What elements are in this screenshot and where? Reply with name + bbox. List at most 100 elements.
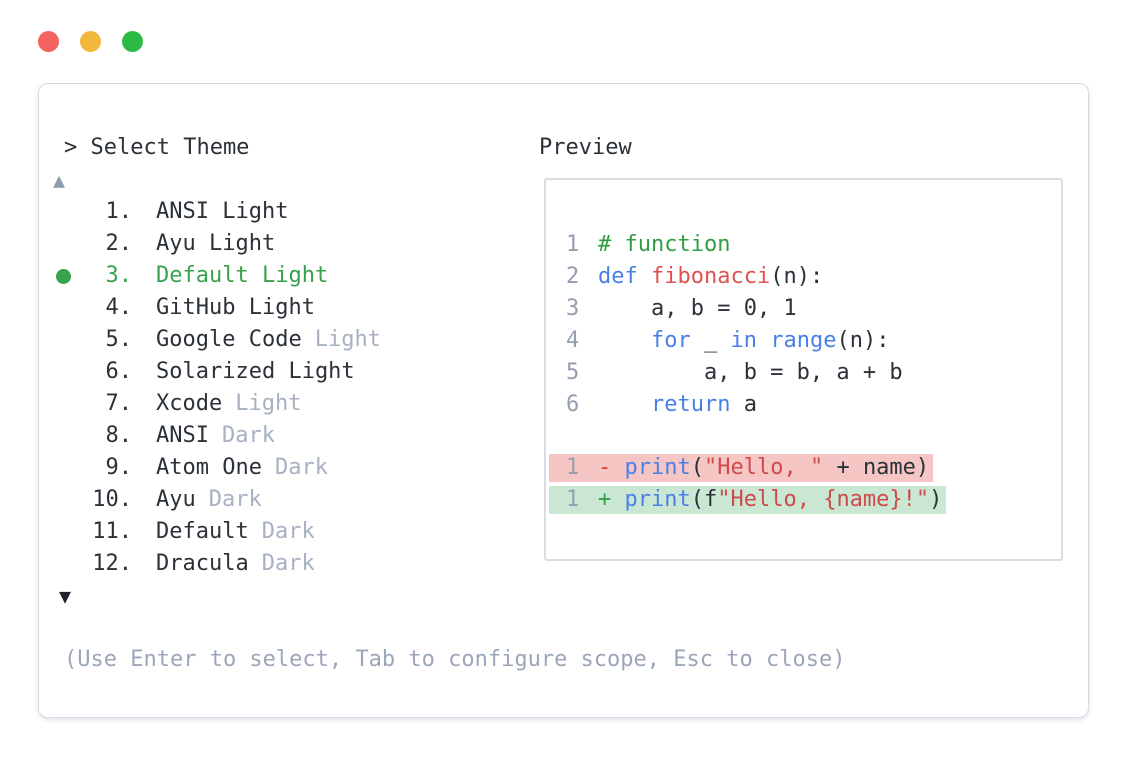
line-number: 1 bbox=[566, 231, 580, 257]
code-block: 1 # function 2 def fibonacci (n): 3 a, b = 0,… bbox=[549, 228, 1061, 516]
line-number: 5 bbox=[566, 359, 580, 385]
code-token: # function bbox=[598, 231, 731, 257]
code-token: a, b = b, a + b bbox=[598, 359, 903, 385]
code-token bbox=[611, 487, 624, 512]
theme-list-item[interactable]: 1. ANSI Light bbox=[53, 196, 845, 228]
code-token: for bbox=[650, 327, 691, 353]
item-number: 10. bbox=[92, 487, 132, 512]
item-number: 4. bbox=[105, 295, 133, 320]
theme-list-item[interactable]: 7. Xcode Light bbox=[53, 388, 845, 420]
code-blank-line bbox=[566, 420, 1061, 452]
item-number: 5. bbox=[105, 327, 133, 352]
theme-list: > Select Theme ▲ 1. ANSI Light 2. Ayu Light… bbox=[53, 132, 845, 676]
code-token: a bbox=[730, 391, 757, 417]
code-token bbox=[598, 328, 651, 353]
code-token bbox=[598, 392, 651, 417]
code-token: print bbox=[624, 455, 691, 480]
preview-title: Preview bbox=[539, 135, 632, 160]
item-name: Xcode bbox=[156, 391, 223, 416]
code-token: ( bbox=[690, 455, 704, 480]
line-number: 6 bbox=[566, 391, 580, 417]
item-name: GitHub Light bbox=[156, 295, 315, 320]
line-number: 4 bbox=[566, 327, 580, 353]
item-name: Ayu Light bbox=[156, 231, 276, 256]
item-name: Solarized Light bbox=[156, 359, 355, 384]
code-token: (n): bbox=[836, 327, 890, 353]
code-token: + name) bbox=[823, 455, 930, 480]
window-controls bbox=[38, 31, 143, 52]
code-token: _ bbox=[690, 327, 731, 353]
item-name: Google Code bbox=[156, 327, 302, 352]
item-name: Ayu bbox=[156, 487, 196, 512]
item-name: ANSI bbox=[156, 423, 209, 448]
close-button[interactable] bbox=[38, 31, 59, 52]
line-number: 1 bbox=[566, 455, 580, 480]
preview-panel: 1 # function 2 def fibonacci (n): 3 a, b = 0,… bbox=[544, 178, 1063, 561]
code-token bbox=[757, 328, 770, 353]
theme-list-item[interactable]: 5. Google Code Light bbox=[53, 324, 845, 356]
item-variant: Light bbox=[314, 327, 381, 352]
item-name: Dracula bbox=[156, 551, 249, 576]
item-number: 9. bbox=[105, 455, 133, 480]
scroll-up-icon[interactable]: ▲ bbox=[53, 168, 66, 192]
theme-list-item[interactable]: 8. ANSI Dark bbox=[53, 420, 845, 452]
theme-list-item[interactable]: 10. Ayu Dark bbox=[53, 484, 845, 516]
item-variant: Dark bbox=[261, 551, 315, 576]
theme-list-item[interactable]: 3. Default Light bbox=[53, 260, 845, 292]
diff-removed-highlight: 1- print("Hello, " + name) bbox=[549, 454, 934, 482]
item-number: 12. bbox=[92, 551, 132, 576]
item-name: Default bbox=[156, 519, 249, 544]
item-number: 3. bbox=[105, 263, 133, 288]
minimize-button[interactable] bbox=[80, 31, 101, 52]
code-token: in bbox=[730, 327, 757, 353]
code-token: def bbox=[598, 263, 638, 289]
theme-list-item[interactable]: 12. Dracula Dark bbox=[53, 548, 845, 580]
code-token: (f bbox=[690, 487, 718, 512]
line-number: 1 bbox=[566, 487, 580, 512]
code-line: 1 # function bbox=[566, 228, 1061, 260]
item-variant: Dark bbox=[221, 423, 275, 448]
item-number: 8. bbox=[105, 423, 133, 448]
item-number: 6. bbox=[105, 359, 133, 384]
zoom-button[interactable] bbox=[122, 31, 143, 52]
item-variant: Dark bbox=[274, 455, 328, 480]
code-line: 6 return a bbox=[566, 388, 1061, 420]
theme-list-item[interactable]: 4. GitHub Light bbox=[53, 292, 845, 324]
item-variant: Dark bbox=[261, 519, 315, 544]
spacer-row bbox=[53, 612, 845, 644]
theme-list-item[interactable]: 2. Ayu Light bbox=[53, 228, 845, 260]
theme-picker-window: > Select Theme ▲ 1. ANSI Light 2. Ayu Light… bbox=[38, 83, 1089, 718]
item-number: 1. bbox=[105, 199, 133, 224]
item-number: 7. bbox=[105, 391, 133, 416]
code-token: "Hello, " bbox=[703, 455, 824, 480]
item-variant: Dark bbox=[208, 487, 262, 512]
select-theme-prompt: > Select Theme bbox=[64, 135, 250, 160]
line-number: 2 bbox=[566, 263, 580, 289]
code-token: fibonacci bbox=[651, 263, 771, 289]
theme-list-item[interactable]: 6. Solarized Light bbox=[53, 356, 845, 388]
code-line: 3 a, b = 0, 1 bbox=[566, 292, 1061, 324]
code-token: print bbox=[624, 487, 691, 512]
code-token: + bbox=[598, 487, 612, 512]
code-token: a, b = 0, 1 bbox=[598, 295, 797, 321]
code-token: - bbox=[598, 455, 612, 480]
selected-bullet-icon bbox=[53, 260, 90, 292]
item-variant: Light bbox=[235, 391, 302, 416]
diff-added-highlight: 1+ print(f"Hello, {name}!") bbox=[549, 486, 947, 514]
item-number: 2. bbox=[105, 231, 133, 256]
item-number: 11. bbox=[92, 519, 132, 544]
code-token: return bbox=[650, 391, 731, 417]
code-line: 1+ print(f"Hello, {name}!") bbox=[549, 484, 1061, 516]
item-name: Default Light bbox=[156, 263, 329, 288]
item-name: ANSI Light bbox=[156, 199, 289, 224]
footer-hint: (Use Enter to select, Tab to configure s… bbox=[64, 647, 846, 672]
code-line: 5 a, b = b, a + b bbox=[566, 356, 1061, 388]
theme-list-item[interactable]: 11. Default Dark bbox=[53, 516, 845, 548]
code-token: range bbox=[770, 327, 837, 353]
code-token bbox=[638, 264, 651, 289]
code-line: 1- print("Hello, " + name) bbox=[549, 452, 1061, 484]
scroll-down-icon[interactable]: ▼ bbox=[59, 584, 72, 608]
line-number: 3 bbox=[566, 295, 580, 321]
